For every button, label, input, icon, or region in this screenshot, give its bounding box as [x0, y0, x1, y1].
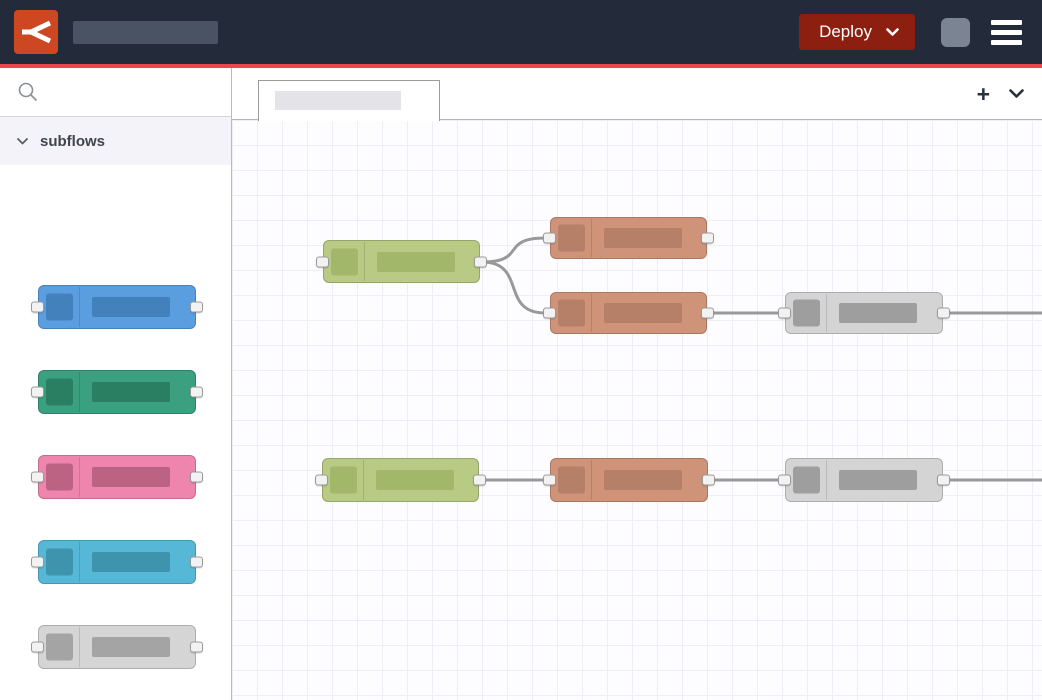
- flow-node-olive-e[interactable]: [315, 458, 486, 502]
- flow-tab-bar: +: [232, 68, 1042, 121]
- search-icon: [18, 82, 38, 102]
- node-red-logo: [14, 10, 58, 54]
- section-label: subflows: [40, 132, 106, 150]
- section-chevron-down-icon: [17, 137, 28, 144]
- output-port[interactable]: [701, 232, 714, 244]
- palette-node-cyan-3[interactable]: [31, 540, 203, 584]
- input-port[interactable]: [31, 301, 44, 313]
- input-port[interactable]: [543, 474, 556, 486]
- user-avatar[interactable]: [941, 17, 970, 47]
- workspace: +: [232, 68, 1042, 700]
- output-port[interactable]: [190, 386, 203, 398]
- node-label-placeholder: [839, 470, 917, 490]
- flow-node-cgray-g[interactable]: [778, 458, 950, 502]
- input-port[interactable]: [778, 307, 791, 319]
- node-label-placeholder: [604, 228, 682, 248]
- hamburger-menu-icon[interactable]: [991, 19, 1022, 45]
- flow-node-salmon-b[interactable]: [543, 217, 714, 259]
- workspace-title-placeholder: [73, 20, 218, 44]
- flow-node-salmon-f[interactable]: [543, 458, 715, 502]
- node-label-placeholder: [92, 467, 170, 487]
- palette-node-pink-2[interactable]: [31, 455, 203, 499]
- output-port[interactable]: [702, 474, 715, 486]
- node-label-placeholder: [604, 303, 682, 323]
- input-port[interactable]: [778, 474, 791, 486]
- app-body: subflows +: [0, 68, 1042, 700]
- node-icon-placeholder: [46, 463, 73, 491]
- palette-node-green-1[interactable]: [31, 370, 203, 414]
- node-icon-placeholder: [46, 548, 73, 576]
- input-port[interactable]: [316, 256, 329, 267]
- palette-node-gray-4[interactable]: [31, 625, 203, 669]
- flow-list-chevron-down-icon[interactable]: [1009, 89, 1024, 99]
- node-icon-placeholder: [331, 248, 358, 275]
- output-port[interactable]: [190, 471, 203, 483]
- palette-list: [0, 165, 231, 700]
- node-icon-placeholder: [330, 466, 357, 494]
- add-flow-button[interactable]: +: [976, 80, 990, 107]
- node-icon-placeholder: [558, 224, 585, 252]
- node-label-placeholder: [92, 552, 170, 572]
- deploy-chevron-down-icon[interactable]: [886, 27, 899, 37]
- tab-actions: +: [977, 68, 1024, 120]
- output-port[interactable]: [474, 256, 487, 267]
- node-icon-placeholder: [793, 466, 820, 494]
- flow-node-salmon-c[interactable]: [543, 292, 714, 334]
- wire[interactable]: [481, 260, 546, 315]
- tab-label-placeholder: [275, 91, 401, 110]
- node-label-placeholder: [376, 470, 454, 490]
- input-port[interactable]: [543, 307, 556, 319]
- deploy-button[interactable]: Deploy: [799, 14, 915, 50]
- node-label-placeholder: [92, 297, 170, 317]
- input-port[interactable]: [31, 556, 44, 568]
- node-icon-placeholder: [558, 466, 585, 494]
- palette-node-blue-0[interactable]: [31, 285, 203, 329]
- wires-layer: [481, 236, 1042, 482]
- flow-canvas[interactable]: [232, 120, 1042, 700]
- node-label-placeholder: [92, 382, 170, 402]
- header-accent-line: [0, 64, 1042, 68]
- output-port[interactable]: [190, 556, 203, 568]
- node-icon-placeholder: [558, 299, 585, 327]
- node-label-placeholder: [377, 251, 455, 272]
- output-port[interactable]: [190, 301, 203, 313]
- node-label-placeholder: [604, 470, 682, 490]
- input-port[interactable]: [31, 641, 44, 653]
- deploy-label: Deploy: [819, 22, 872, 41]
- output-port[interactable]: [473, 474, 486, 486]
- node-label-placeholder: [92, 637, 170, 657]
- node-icon-placeholder: [46, 633, 73, 661]
- output-port[interactable]: [701, 307, 714, 319]
- input-port[interactable]: [315, 474, 328, 486]
- node-icon-placeholder: [793, 299, 820, 327]
- palette-search[interactable]: [0, 68, 231, 117]
- flow-node-cgray-d[interactable]: [778, 292, 950, 334]
- palette-sidebar: subflows: [0, 68, 232, 700]
- node-icon-placeholder: [46, 378, 73, 406]
- flow-tab-active[interactable]: [258, 80, 440, 121]
- header: Deploy: [0, 0, 1042, 64]
- node-red-logo-glyph: [22, 20, 52, 44]
- wire[interactable]: [481, 236, 546, 264]
- output-port[interactable]: [937, 307, 950, 319]
- input-port[interactable]: [31, 471, 44, 483]
- output-port[interactable]: [190, 641, 203, 653]
- node-label-placeholder: [839, 303, 917, 323]
- input-port[interactable]: [543, 232, 556, 244]
- palette-section-subflows[interactable]: subflows: [0, 117, 231, 165]
- output-port[interactable]: [937, 474, 950, 486]
- node-icon-placeholder: [46, 293, 73, 321]
- flow-node-olive-a[interactable]: [316, 240, 487, 283]
- input-port[interactable]: [31, 386, 44, 398]
